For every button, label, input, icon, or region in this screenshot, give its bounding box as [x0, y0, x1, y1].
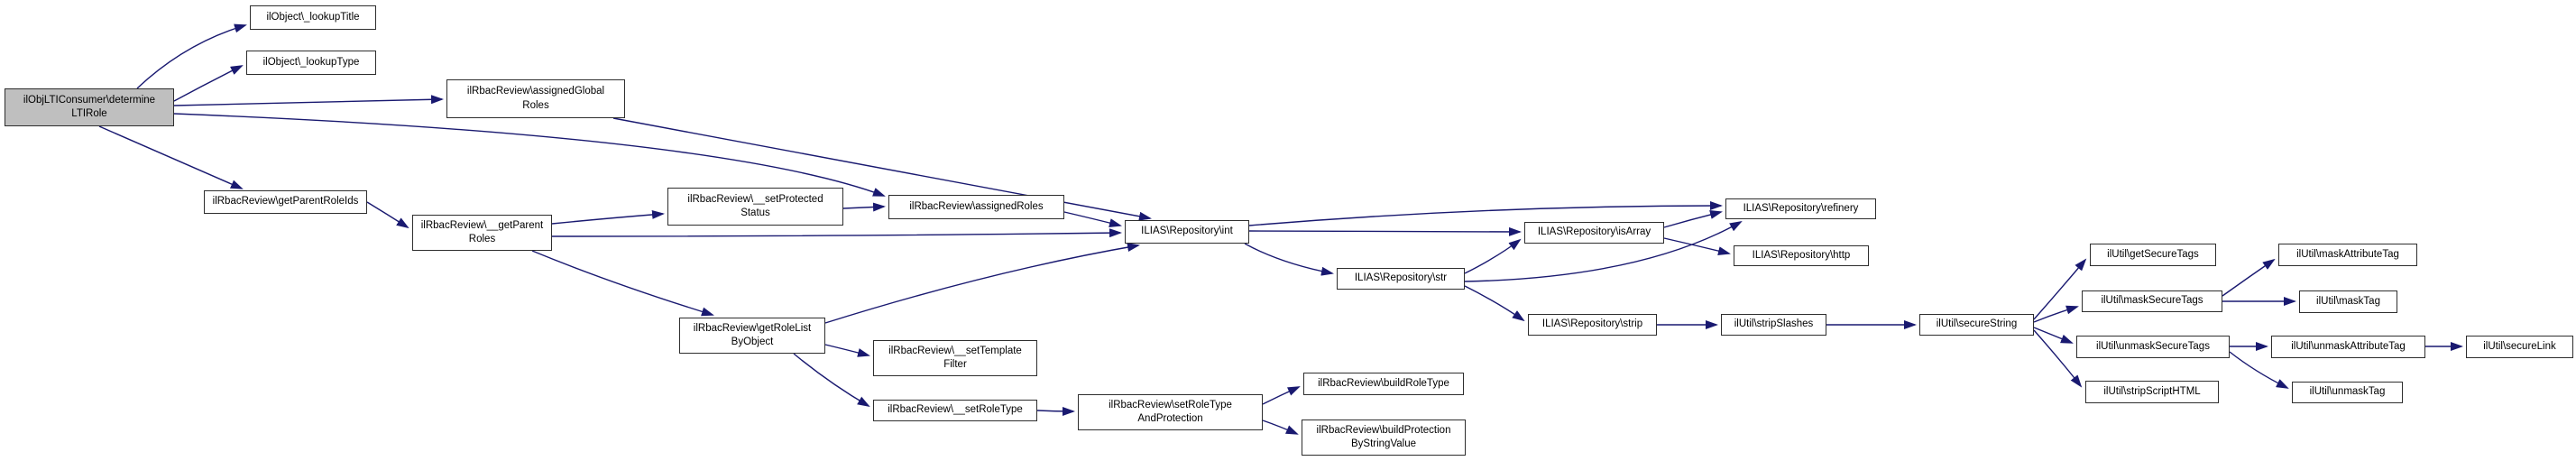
edge-setRoleTypeAndProtection-to-buildRoleType — [1262, 386, 1301, 405]
edge-secureString-to-unmaskSecureTags — [2033, 327, 2074, 344]
node-label-line: ilRbacReview\getRoleList — [693, 322, 812, 334]
node-label-line: ilUtil\unmaskTag — [2309, 386, 2386, 398]
edge-determineLTIRole-to-getParentRoleIds — [98, 125, 244, 189]
edge-secureString-to-stripScriptHTML — [2033, 329, 2083, 388]
node-label-line: ilUtil\secureString — [1936, 318, 2018, 330]
node-stripScriptHTML[interactable]: ilUtil\stripScriptHTML — [2085, 381, 2219, 403]
node-label-line: ILIAS\Repository\refinery — [1743, 202, 1859, 214]
node-label-line: ilRbacReview\__getParent — [420, 219, 544, 231]
node-repoIsArray[interactable]: ILIAS\Repository\isArray — [1524, 222, 1664, 244]
edge-repoInt-to-repoIsArray — [1248, 226, 1522, 236]
node-label-line: AndProtection — [1137, 413, 1203, 424]
edge-repoIsArray-to-repoRefinery — [1663, 210, 1723, 228]
edge-setProtectedStatus-to-assignedRoles — [842, 202, 886, 212]
node-label-line: ILIAS\Repository\strip — [1541, 318, 1643, 330]
edge-getParentRoleIds-to-getParentRoles — [366, 201, 409, 229]
node-lookupTitle[interactable]: ilObject\_lookupTitle — [250, 5, 376, 30]
edge-getRoleListByObject-to-setRoleType — [793, 353, 870, 408]
node-label-line: ilUtil\unmaskSecureTags — [2096, 340, 2210, 352]
edge-repoStr-to-repoStrip — [1464, 285, 1525, 322]
node-maskAttributeTag[interactable]: ilUtil\maskAttributeTag — [2278, 244, 2417, 266]
node-label-line: ILIAS\Repository\int — [1141, 226, 1233, 237]
node-buildRoleType[interactable]: ilRbacReview\buildRoleType — [1303, 373, 1464, 395]
node-repoInt[interactable]: ILIAS\Repository\int — [1125, 220, 1249, 244]
node-stripSlashes[interactable]: ilUtil\stripSlashes — [1721, 314, 1826, 336]
node-assignedRoles[interactable]: ilRbacReview\assignedRoles — [888, 195, 1064, 219]
node-secureLink[interactable]: ilUtil\secureLink — [2466, 336, 2573, 358]
node-label-line: ilUtil\stripScriptHTML — [2103, 385, 2201, 397]
edge-secureString-to-maskSecureTags — [2033, 305, 2079, 323]
node-label-line: ilUtil\getSecureTags — [2107, 248, 2199, 260]
node-label-line: ilRbacReview\assignedRoles — [909, 200, 1044, 212]
edge-determineLTIRole-to-lookupType — [173, 65, 244, 102]
node-label-line: ilUtil\stripSlashes — [1734, 318, 1814, 330]
node-unmaskSecureTags[interactable]: ilUtil\unmaskSecureTags — [2076, 336, 2230, 358]
node-unmaskAttributeTag[interactable]: ilUtil\unmaskAttributeTag — [2271, 336, 2425, 358]
node-label-line: ilRbacReview\getParentRoleIds — [212, 196, 359, 207]
node-label-line: ByObject — [731, 337, 774, 347]
edge-getRoleListByObject-to-repoInt — [824, 243, 1140, 324]
edge-getRoleListByObject-to-setTemplateFilter — [824, 344, 870, 357]
node-label-line: ilRbacReview\__setRoleType — [888, 404, 1023, 416]
node-maskSecureTags[interactable]: ilUtil\maskSecureTags — [2082, 290, 2222, 312]
node-getParentRoleIds[interactable]: ilRbacReview\getParentRoleIds — [204, 190, 367, 214]
edge-determineLTIRole-to-assignedRoles — [173, 113, 886, 197]
node-repoStrip[interactable]: ILIAS\Repository\strip — [1528, 314, 1657, 336]
edge-repoStr-to-repoIsArray — [1464, 238, 1522, 274]
node-label-line: Status — [741, 207, 770, 218]
node-label-line: ILIAS\Repository\http — [1752, 249, 1851, 261]
node-setRoleType[interactable]: ilRbacReview\__setRoleType — [873, 400, 1037, 421]
node-label-line: Filter — [943, 359, 967, 370]
node-label-line: ilRbacReview\buildProtection — [1316, 424, 1451, 436]
node-label-line: ilUtil\maskAttributeTag — [2296, 248, 2399, 260]
node-label-line: ilRbacReview\buildRoleType — [1318, 377, 1449, 389]
node-lookupType[interactable]: ilObject\_lookupType — [246, 51, 376, 75]
edge-repoIsArray-to-repoHttp — [1663, 237, 1731, 256]
node-label-line: ilRbacReview\setRoleType — [1109, 399, 1232, 410]
node-repoHttp[interactable]: ILIAS\Repository\http — [1734, 245, 1869, 266]
node-label-line: ilUtil\maskTag — [2316, 295, 2380, 307]
edge-determineLTIRole-to-assignedGlobalRoles — [173, 95, 444, 106]
node-label-line: LTIRole — [71, 108, 107, 119]
node-label-line: ILIAS\Repository\str — [1354, 272, 1448, 284]
node-label-line: ilObjLTIConsumer\determine — [23, 94, 156, 106]
node-repoStr[interactable]: ILIAS\Repository\str — [1337, 268, 1465, 290]
node-label-line: ilObject\_lookupTitle — [266, 11, 360, 23]
node-unmaskTag[interactable]: ilUtil\unmaskTag — [2292, 382, 2403, 403]
edge-getParentRoles-to-getRoleListByObject — [531, 250, 714, 317]
edge-getParentRoles-to-repoInt — [551, 228, 1122, 238]
node-label-line: ilRbacReview\__setProtected — [687, 193, 823, 205]
edge-setRoleTypeAndProtection-to-buildProtectionByStringValue — [1262, 420, 1299, 435]
node-label-line: Roles — [522, 99, 549, 111]
edge-repoInt-to-repoStr — [1244, 243, 1334, 276]
edge-setRoleType-to-setRoleTypeAndProtection — [1036, 406, 1075, 416]
node-label-line: ilRbacReview\__setTemplate — [888, 345, 1022, 356]
edge-getParentRoles-to-setProtectedStatus — [551, 209, 665, 225]
node-label-line: ilObject\_lookupType — [262, 56, 360, 68]
node-label-line: ILIAS\Repository\isArray — [1537, 226, 1651, 238]
edge-assignedRoles-to-repoInt — [1063, 211, 1122, 227]
node-getSecureTags[interactable]: ilUtil\getSecureTags — [2090, 244, 2216, 266]
node-label-line: ilUtil\secureLink — [2483, 340, 2556, 352]
node-label-line: ilUtil\unmaskAttributeTag — [2291, 340, 2406, 352]
node-label-line: ByStringValue — [1350, 438, 1417, 449]
node-label-line: ilRbacReview\assignedGlobal — [466, 86, 605, 97]
node-label-line: Roles — [468, 234, 496, 244]
edge-secureString-to-getSecureTags — [2033, 258, 2087, 320]
node-repoRefinery[interactable]: ILIAS\Repository\refinery — [1725, 198, 1876, 219]
edge-determineLTIRole-to-lookupTitle — [136, 23, 247, 89]
node-label-line: ilUtil\maskSecureTags — [2101, 295, 2203, 307]
node-maskTag[interactable]: ilUtil\maskTag — [2299, 290, 2397, 313]
edge-maskSecureTags-to-maskAttributeTag — [2222, 258, 2276, 297]
node-secureString[interactable]: ilUtil\secureString — [1919, 314, 2034, 336]
